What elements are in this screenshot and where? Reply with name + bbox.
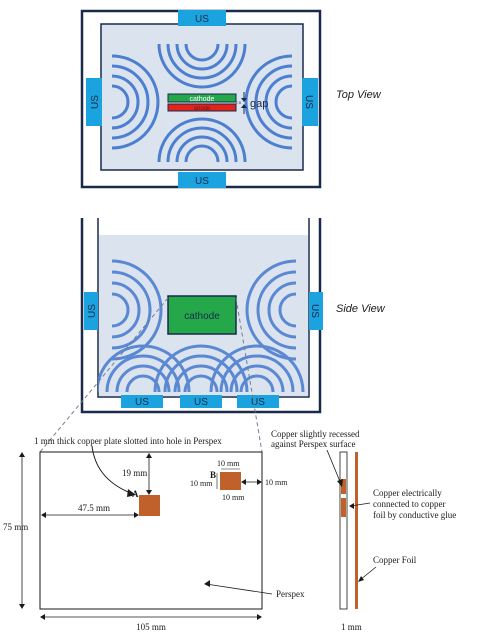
side-transducer-bottom-right: US	[237, 395, 279, 408]
plate-note: 1 mm thick copper plate slotted into hol…	[34, 436, 222, 446]
top-cathode-label: cathode	[190, 96, 215, 103]
transducer-block	[180, 395, 222, 408]
electrical-note-line2: connected to copper	[373, 499, 445, 509]
projection-line-right	[235, 297, 263, 453]
dim-10-right-label: 10 mm	[265, 478, 288, 487]
arrowhead	[127, 489, 136, 497]
top-view: US US US US cathode anode 2.5 gap Top Vi…	[80, 9, 382, 189]
dim-10-top-label: 10 mm	[217, 459, 240, 468]
dim-1-label: 1 mm	[341, 622, 362, 632]
recess-note-line1: Copper slightly recessed	[271, 429, 360, 439]
dim-10-bottom-label: 10 mm	[222, 493, 245, 502]
transducer-block	[121, 395, 163, 408]
copper-section-b	[341, 479, 346, 494]
transducer-label: US	[195, 14, 209, 25]
side-view: cathode US US US US US Side View	[39, 218, 386, 453]
copper-foil-strip	[355, 452, 358, 609]
copper-plate-a	[139, 495, 160, 516]
side-transducer-left: US	[84, 292, 98, 330]
transducer-label: US	[309, 304, 320, 318]
top-transducer-right: US	[302, 78, 318, 126]
electrical-note-line1: Copper electrically	[373, 488, 442, 498]
side-view-title: Side View	[336, 303, 386, 315]
copper-section-a	[341, 498, 346, 517]
plate-b-label: B	[210, 470, 216, 480]
top-view-title: Top View	[336, 89, 382, 101]
top-cathode	[167, 93, 237, 103]
transducer-label: US	[251, 397, 265, 408]
transducer-block	[178, 172, 226, 188]
transducer-label: US	[87, 304, 98, 318]
transducer-label: US	[90, 95, 101, 109]
top-transducer-left: US	[86, 78, 102, 126]
transducer-block	[302, 78, 318, 126]
top-anode	[167, 103, 237, 112]
transducer-block	[84, 292, 98, 330]
dim-75-label: 75 mm	[3, 522, 28, 532]
recess-note-line2: against Perspex surface	[271, 439, 355, 449]
transducer-block	[178, 10, 226, 26]
section-view: Copper slightly recessed against Perspex…	[271, 429, 456, 632]
electrical-note-line3: foil by conductive glue	[373, 510, 456, 520]
top-anode-label: anode	[194, 106, 211, 112]
gap-small-label: 2.5	[235, 100, 241, 105]
transducer-block	[86, 78, 102, 126]
side-cathode-label: cathode	[184, 311, 220, 322]
plate-a-label: A	[132, 489, 139, 499]
transducer-block	[237, 395, 279, 408]
dim-19-label: 19 mm	[122, 468, 147, 478]
side-cathode	[167, 295, 237, 335]
top-transducer-top: US	[178, 10, 226, 26]
copper-foil-label: Copper Foil	[373, 555, 417, 565]
projection-line-left	[39, 297, 169, 453]
side-transducer-bottom-left: US	[121, 395, 163, 408]
top-ultrasound-waves	[111, 43, 293, 163]
dim-105-label: 105 mm	[136, 622, 166, 632]
dim-10-left-label: 10 mm	[190, 479, 213, 488]
detail-drawing: A B 1 mm thick copper plate slotted into…	[3, 436, 305, 632]
perspex-section	[339, 451, 348, 610]
transducer-label: US	[135, 397, 149, 408]
transducer-label: US	[303, 95, 314, 109]
top-transducer-bottom: US	[178, 172, 226, 188]
side-ultrasound-waves	[98, 259, 305, 393]
gap-marker: 2.5 gap	[235, 92, 268, 114]
transducer-label: US	[195, 176, 209, 187]
gap-label: gap	[250, 98, 268, 110]
side-transducer-right: US	[309, 292, 323, 330]
copper-plate-b	[220, 472, 241, 490]
transducer-label: US	[194, 397, 208, 408]
side-transducer-bottom-center: US	[180, 395, 222, 408]
dim-47-5-label: 47.5 mm	[78, 503, 110, 513]
transducer-block	[309, 292, 323, 330]
perspex-label: Perspex	[276, 589, 305, 599]
plate-note-arrow	[91, 445, 134, 495]
